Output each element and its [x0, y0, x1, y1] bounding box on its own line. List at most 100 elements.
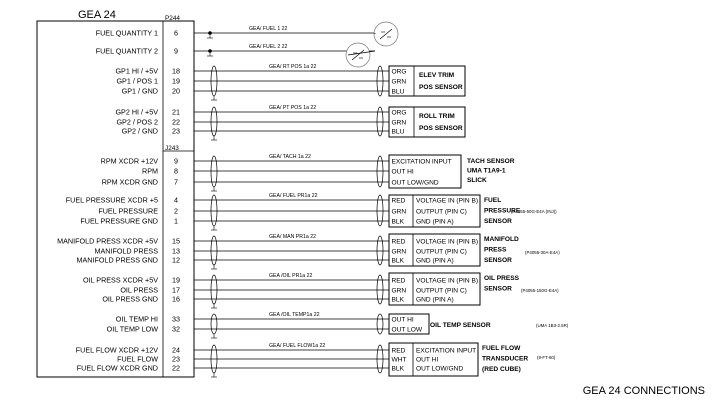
wire-group-fuel-press: FUEL PRESSURE XCDR +5 4 FUEL PRESSURE 2FUEL… — [66, 193, 557, 231]
shield-ellipse-right — [376, 344, 384, 374]
signal-label: OUTPUT (PIN C) — [416, 288, 467, 295]
device-name-line: TACH SENSOR — [467, 158, 515, 165]
pin-number: 12 — [172, 256, 180, 265]
pin-number: 18 — [172, 67, 180, 76]
device-name-line: TRANSDUCER — [482, 356, 528, 363]
signal-label: GND (PIN A) — [416, 258, 454, 265]
pin-label: OIL PRESS GND — [102, 295, 158, 304]
signal-label: VOLTAGE IN (PIN B) — [416, 278, 478, 285]
shield-ellipse-left — [210, 235, 218, 266]
wire-label: GEA/ FUEL PR1a 22 — [269, 193, 318, 199]
pin-label: OIL PRESS — [120, 286, 158, 295]
wire-label: GEA /OIL PR1a 22 — [269, 273, 312, 279]
wire-color-code: BLK — [392, 258, 405, 265]
part-number: (8-FT-60) — [537, 355, 556, 360]
device-name-line: SENSOR — [484, 257, 512, 264]
signal-label: OUT LOW/GND — [392, 180, 439, 187]
signal-label: VOLTAGE IN (PIN B) — [416, 239, 478, 246]
device-name-line: PRESSURE — [484, 208, 521, 215]
device-name-line: FUEL FLOW — [482, 345, 521, 352]
pin-number: 24 — [172, 346, 180, 355]
device-name-line: SLICK — [467, 177, 487, 184]
device-name-line: FUEL — [484, 197, 501, 204]
device-name-line: SENSOR — [484, 286, 512, 293]
pin-label: FUEL FLOW XCDR +12V — [76, 346, 158, 355]
device-title: ELEV TRIM — [419, 72, 455, 79]
device-box — [388, 313, 430, 335]
shield-ellipse-right — [376, 235, 384, 266]
wire-color-code: BLK — [392, 366, 405, 373]
pin-label: FUEL QUANTITY 2 — [96, 47, 158, 56]
shield-ellipse-left — [210, 313, 218, 335]
device-box — [388, 342, 479, 377]
pin-label: GP1 / POS 1 — [116, 77, 158, 86]
pin-number: 13 — [172, 247, 180, 256]
part-number: (P4055-150G-E4A) — [521, 288, 559, 293]
diagram-title-footer: GEA 24 CONNECTIONS — [583, 385, 705, 397]
device-name-line: OIL TEMP SENSOR — [430, 322, 491, 329]
pin-label: FUEL PRESSURE XCDR +5 — [66, 196, 158, 205]
pin-number: 19 — [172, 77, 180, 86]
wire-label: GEA/ TACH 1a 22 — [269, 154, 311, 160]
pin-label: GP2 / POS 2 — [116, 118, 158, 127]
pin-number: 4 — [174, 196, 178, 205]
sender-needle — [351, 49, 365, 61]
pin-label: GP2 HI / +5V — [115, 108, 158, 117]
shield-ellipse-left — [210, 106, 218, 137]
pin-number: 21 — [172, 108, 180, 117]
wire-color-code: ORG — [392, 110, 407, 117]
pin-number: 23 — [172, 355, 180, 364]
pin-number: 7 — [174, 178, 178, 187]
pin-label: OIL PRESS XCDR +5V — [83, 276, 158, 285]
pin-label: MANIFOLD PRESS — [94, 247, 158, 256]
shield-ellipse-right — [376, 274, 384, 305]
part-number: (P4055-30A-E4A) — [525, 250, 560, 255]
wire-label: GEA/ FUEL 2 22 — [249, 44, 288, 50]
pin-label: OIL TEMP HI — [116, 315, 158, 324]
pin-label: FUEL FLOW XCDR GND — [77, 364, 158, 373]
device-name-line: (RED CUBE) — [482, 366, 521, 373]
pin-number: 2 — [174, 207, 178, 216]
wire-color-code: GRN — [392, 79, 407, 86]
signal-label: VOLTAGE IN (PIN B) — [416, 198, 478, 205]
pin-label: RPM XCDR +12V — [101, 157, 159, 166]
pin-number: 19 — [172, 276, 180, 285]
pin-label: FUEL PRESSURE GND — [80, 217, 158, 226]
pin-number: 17 — [172, 286, 180, 295]
gea24-unit-outline — [36, 20, 195, 378]
device-title: POS SENSOR — [419, 125, 463, 132]
wire-label: GEA/ MAN PR1a 22 — [269, 234, 316, 240]
pin-label: MANIFOLD PRESS GND — [77, 256, 158, 265]
shield-ellipse-right — [376, 313, 384, 335]
pin-label: GP1 HI / +5V — [115, 67, 158, 76]
signal-label: GND (PIN A) — [416, 297, 454, 304]
wire — [347, 50, 376, 56]
shield-ellipse-right — [376, 65, 384, 97]
part-number: (UMA 1B3-2.5R) — [536, 323, 569, 328]
signal-label: OUTPUT (PIN C) — [416, 209, 467, 216]
device-title: POS SENSOR — [419, 84, 463, 91]
wire-label: GEA /OIL TEMP1a 22 — [269, 312, 320, 318]
wire-color-code: WHT — [392, 357, 407, 364]
pin-label: GP1 / GND — [122, 87, 158, 96]
device-box — [388, 233, 481, 267]
wire-color-code: RED — [392, 348, 406, 355]
signal-label: OUTPUT (PIN C) — [416, 249, 467, 256]
wire-color-code: RED — [392, 198, 406, 205]
pin-label: FUEL QUANTITY 1 — [96, 29, 158, 38]
wire-color-code: RED — [392, 239, 406, 246]
pin-number: 32 — [172, 325, 180, 334]
